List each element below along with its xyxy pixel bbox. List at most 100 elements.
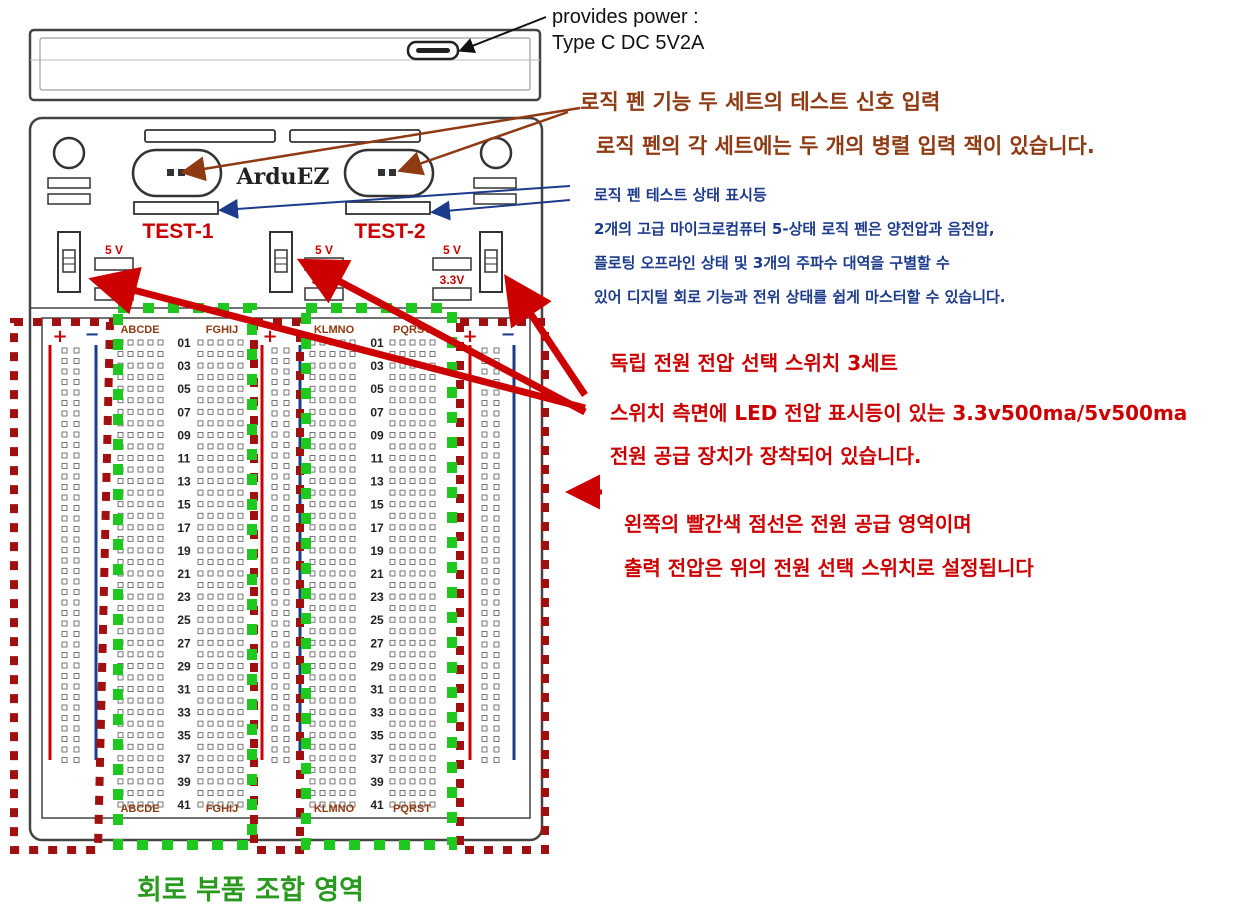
grid-hole xyxy=(389,420,396,427)
grid-hole xyxy=(207,478,214,485)
row-number: 03 xyxy=(177,359,191,373)
grid-hole xyxy=(157,547,164,554)
grid-hole xyxy=(419,582,426,588)
grid-hole xyxy=(117,778,124,785)
rail-hole xyxy=(493,473,500,480)
grid-hole xyxy=(207,639,214,646)
grid-hole xyxy=(217,593,224,600)
grid-hole xyxy=(329,593,336,600)
grid-hole xyxy=(319,455,326,461)
rail-hole xyxy=(493,505,500,511)
grid-hole xyxy=(399,351,406,357)
voltage-switch-2 xyxy=(269,231,293,293)
grid-hole xyxy=(147,663,154,669)
rail-hole xyxy=(283,358,290,364)
grid-hole xyxy=(399,339,406,346)
grid-hole xyxy=(319,755,326,762)
grid-hole xyxy=(147,559,154,565)
grid-hole xyxy=(217,351,224,357)
grid-hole xyxy=(237,478,244,485)
grid-hole xyxy=(419,616,426,623)
grid-hole xyxy=(117,478,124,485)
grid-hole xyxy=(419,628,426,635)
grid-hole xyxy=(127,408,134,415)
rail-hole xyxy=(493,515,500,522)
grid-hole xyxy=(329,663,336,669)
grid-hole xyxy=(389,501,396,508)
rail-hole xyxy=(271,757,278,763)
grid-hole xyxy=(419,535,426,542)
rail-hole xyxy=(283,757,290,763)
grid-hole xyxy=(329,732,336,739)
rail-hole xyxy=(283,463,290,469)
rail-hole xyxy=(271,725,278,732)
grid-hole xyxy=(197,605,204,612)
rail-hole xyxy=(481,641,488,648)
grid-hole xyxy=(399,408,406,415)
rail-hole xyxy=(493,757,500,763)
grid-hole xyxy=(349,686,356,692)
rail-hole xyxy=(283,578,290,585)
rail-hole xyxy=(283,652,290,658)
grid-hole xyxy=(227,559,234,565)
grid-hole xyxy=(399,801,406,808)
grid-hole xyxy=(329,686,336,692)
grid-hole xyxy=(217,582,224,588)
grid-hole xyxy=(409,397,416,404)
grid-hole xyxy=(117,351,124,357)
grid-hole xyxy=(339,466,346,473)
grid-hole xyxy=(419,455,426,461)
grid-hole xyxy=(157,651,164,658)
rail-hole xyxy=(61,704,68,711)
grid-hole xyxy=(309,628,316,635)
grid-hole xyxy=(197,420,204,427)
grid-hole xyxy=(329,512,336,519)
rail-hole xyxy=(493,368,500,375)
grid-hole xyxy=(329,582,336,588)
rail-hole xyxy=(481,526,488,532)
grid-hole xyxy=(319,374,326,381)
rail-hole xyxy=(493,610,500,616)
grid-hole xyxy=(217,639,224,646)
rail-hole xyxy=(283,631,290,637)
grid-hole xyxy=(389,582,396,588)
grid-hole xyxy=(389,743,396,750)
rail-hole xyxy=(271,578,278,585)
grid-hole xyxy=(127,362,134,369)
grid-hole xyxy=(147,790,154,796)
grid-hole xyxy=(117,732,124,739)
grid-hole xyxy=(349,385,356,392)
grid-hole xyxy=(117,801,124,808)
grid-hole xyxy=(399,512,406,519)
grid-hole xyxy=(329,431,336,438)
grid-hole xyxy=(399,547,406,554)
grid-hole xyxy=(137,778,144,785)
rail-hole xyxy=(271,736,278,742)
grid-hole xyxy=(389,408,396,415)
grid-hole xyxy=(237,593,244,600)
grid-hole xyxy=(227,720,234,727)
rail-hole xyxy=(493,746,500,753)
grid-hole xyxy=(147,420,154,427)
rail-hole xyxy=(73,652,80,658)
rail-hole xyxy=(61,578,68,585)
rail-hole xyxy=(271,557,278,564)
grid-hole xyxy=(207,778,214,785)
rail-hole xyxy=(481,757,488,763)
rail-hole xyxy=(73,389,80,396)
rail-hole xyxy=(61,442,68,448)
grid-hole xyxy=(217,362,224,369)
grid-hole xyxy=(237,697,244,704)
grid-hole xyxy=(309,559,316,565)
grid-hole xyxy=(389,639,396,646)
grid-hole xyxy=(329,362,336,369)
grid-hole xyxy=(329,478,336,485)
grid-hole xyxy=(157,790,164,796)
grid-hole xyxy=(349,374,356,381)
grid-hole xyxy=(329,651,336,658)
grid-hole xyxy=(117,431,124,438)
grid-hole xyxy=(319,593,326,600)
grid-hole xyxy=(197,663,204,669)
grid-hole xyxy=(409,663,416,669)
grid-hole xyxy=(197,385,204,392)
